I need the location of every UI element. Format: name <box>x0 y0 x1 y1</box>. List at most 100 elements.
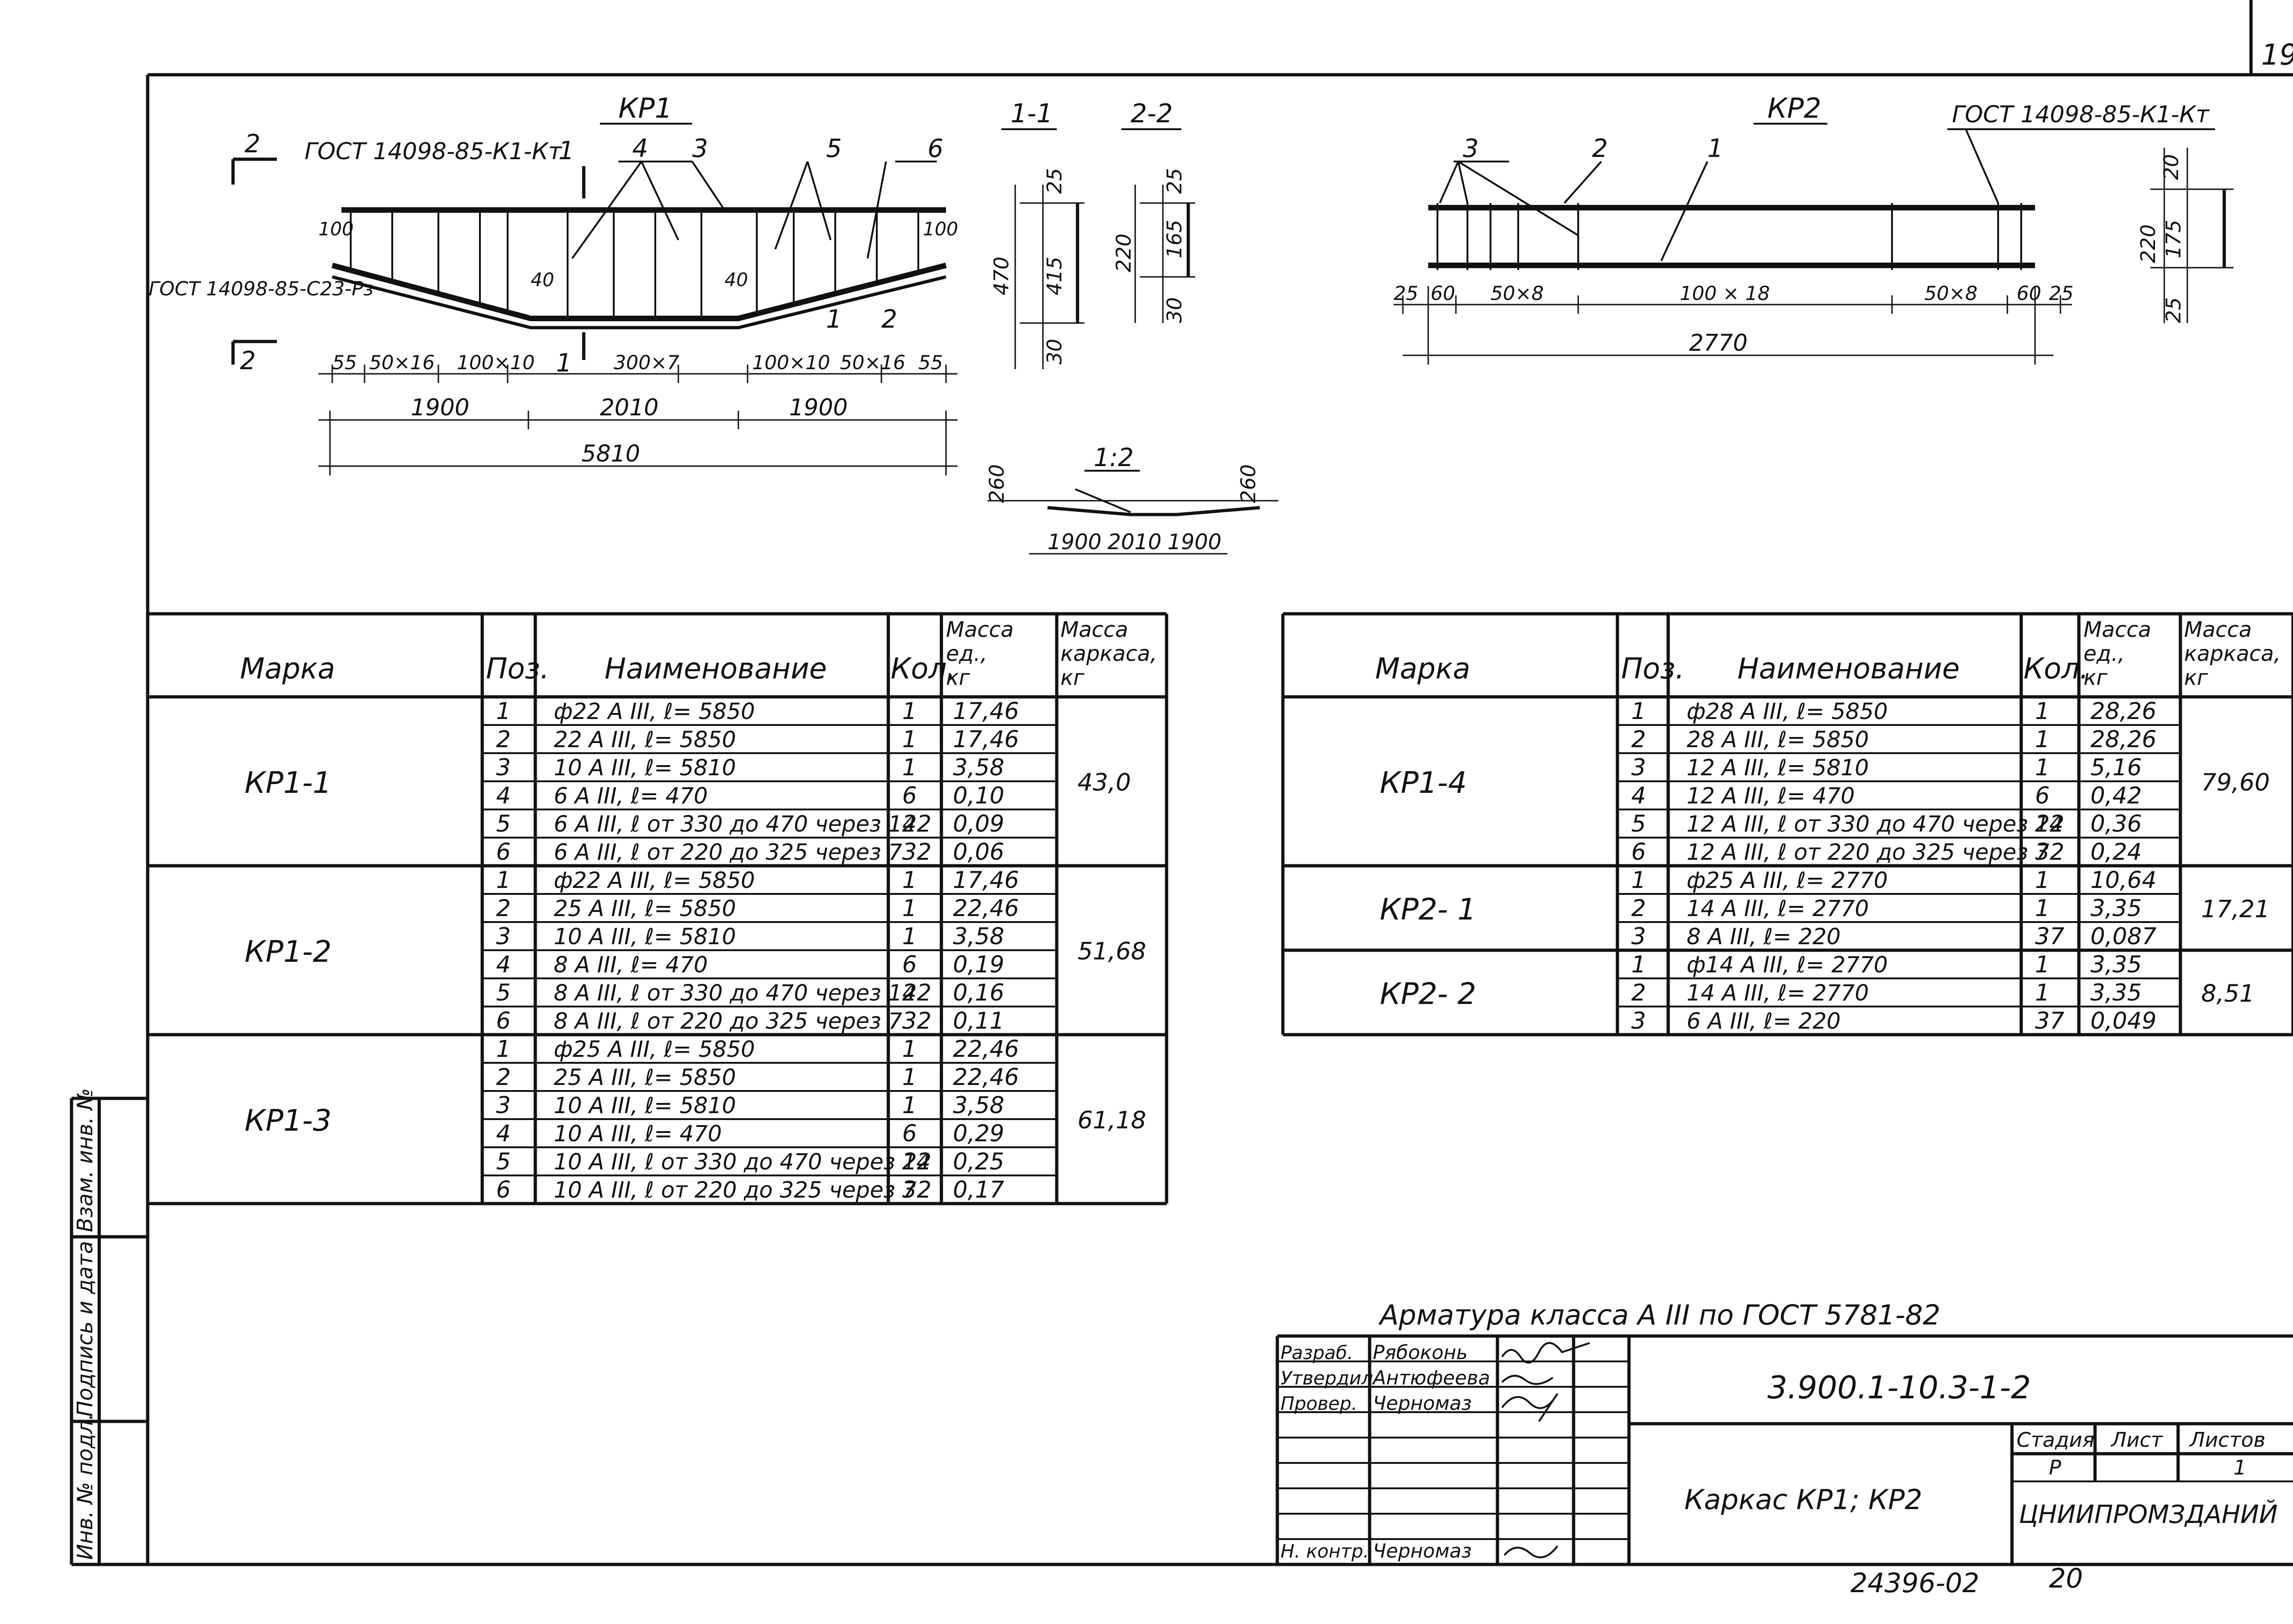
left-table-total: 61,18 <box>1078 1107 1146 1134</box>
kp2-spacing-label: 50×8 <box>1491 282 1544 305</box>
right-table-total: 8,51 <box>2201 980 2255 1008</box>
left-table-cell: 3,58 <box>953 923 1004 950</box>
right-table-cell: ф14 А III, ℓ= 2770 <box>1687 952 1888 978</box>
left-table-cell: 17,46 <box>953 698 1019 725</box>
right-table-cell: 8 А III, ℓ= 220 <box>1687 924 1841 950</box>
stamp-col-sheet: Лист <box>2110 1428 2163 1452</box>
kp1-title: КР1 <box>618 92 672 125</box>
right-table-cell: 0,42 <box>2090 782 2142 809</box>
left-table-header: Наименование <box>605 652 827 685</box>
right-table-cell: 14 А III, ℓ= 2770 <box>1687 896 1869 922</box>
kp2-callout-1: 1 <box>1707 134 1723 163</box>
kp1-slope-260b: 260 <box>1237 464 1260 503</box>
left-table-cell: 4 <box>496 951 511 978</box>
kp1-section-11: 1-1 <box>1011 99 1053 129</box>
kp1-callout-5: 5 <box>826 134 842 163</box>
side-label-repl: Взам. инв. № <box>72 1088 97 1232</box>
right-table-cell: 6 <box>2035 782 2050 809</box>
kp2-sec-20: 20 <box>2160 154 2183 180</box>
right-table-cell: 1 <box>2035 951 2050 978</box>
kp1-dim-40a: 40 <box>531 270 554 291</box>
right-table-cell: 37 <box>2035 1007 2065 1034</box>
kp1-sec22-220: 220 <box>1112 234 1136 272</box>
left-table-cell: 6 <box>496 1007 511 1034</box>
left-table-cell: 1 <box>902 754 917 781</box>
left-table-cell: 22,46 <box>953 895 1019 922</box>
kp1-section-mark-2a: 2 <box>245 129 260 158</box>
kp1-dim-40b: 40 <box>724 270 748 291</box>
left-table-cell: 5 <box>496 979 511 1006</box>
side-label-sign: Подпись и дата <box>72 1241 97 1417</box>
kp1-callout-2: 2 <box>881 305 897 334</box>
stamp-col-stage: Стадия <box>2017 1428 2095 1452</box>
kp1-sec11-30: 30 <box>1043 339 1066 365</box>
left-table-cell: 3,58 <box>953 754 1004 781</box>
left-table-cell: 22 А III, ℓ= 5850 <box>554 727 736 753</box>
stamp-name-0: Рябоконь <box>1373 1341 1467 1364</box>
kp1-callout-1: 1 <box>826 305 842 334</box>
left-table-cell: 10 А III, ℓ от 220 до 325 через 7 <box>554 1177 916 1203</box>
left-table-cell: 6 А III, ℓ от 330 до 470 через 14 <box>554 811 916 837</box>
right-table-cell: 28,26 <box>2090 726 2156 753</box>
left-table-cell: 4 <box>496 782 511 809</box>
left-table-cell: 32 <box>902 839 932 865</box>
kp1-slope-2010: 2010 <box>1108 529 1161 554</box>
right-table-cell: 5 <box>1631 810 1646 837</box>
left-table-cell: 4 <box>496 1120 511 1147</box>
left-table-cell: 0,19 <box>953 951 1004 978</box>
right-table-cell: 3 <box>1631 923 1646 950</box>
right-table-cell: 0,36 <box>2090 810 2142 837</box>
left-table-cell: 2 <box>496 1064 511 1091</box>
right-table-mark: КР1-4 <box>1380 766 1467 800</box>
left-table-cell: ф25 А III, ℓ= 5850 <box>554 1037 755 1062</box>
kp1-spacing-label: 50×16 <box>840 351 905 374</box>
side-label-inv: Инв. № подл. <box>72 1414 97 1560</box>
rebar-class-note: Арматура класса А III по ГОСТ 5781-82 <box>1378 1299 1940 1331</box>
stamp-col-sheets: Листов <box>2189 1428 2265 1452</box>
right-table-cell: 12 А III, ℓ от 220 до 325 через 7 <box>1687 839 2049 865</box>
left-table-cell: 17,46 <box>953 867 1019 893</box>
left-table-cell: 32 <box>902 1176 932 1203</box>
right-table-header: Кол. <box>2024 652 2089 685</box>
left-table-cell: 0,10 <box>953 782 1004 809</box>
right-table-cell: 14 А III, ℓ= 2770 <box>1687 980 1869 1006</box>
kp2-spacing-label: 50×8 <box>1924 282 1977 305</box>
left-table-cell: 3 <box>496 923 511 950</box>
left-table-cell: 1 <box>496 698 511 725</box>
right-table-cell: 0,087 <box>2090 923 2156 950</box>
left-table-cell: 22 <box>902 979 932 1006</box>
kp1-gost-left: ГОСТ 14098-85-С23-Рз <box>149 277 374 300</box>
right-table-mark: КР2- 1 <box>1380 893 1476 927</box>
left-table-cell: 25 А III, ℓ= 5850 <box>554 896 736 922</box>
kp1-section-mark-1a: 1 <box>558 136 574 165</box>
signature-1 <box>1501 1375 1554 1385</box>
kp1-spacing-label: 300×7 <box>614 351 679 374</box>
right-table-total: 79,60 <box>2201 769 2270 797</box>
kp1-spacing-label: 55 <box>918 351 943 374</box>
right-table-cell: 4 <box>1631 782 1646 809</box>
signature-2 <box>1501 1393 1558 1422</box>
right-table-cell: 2 <box>1631 979 1646 1006</box>
right-table-cell: 1 <box>2035 867 2050 893</box>
right-table-header: Поз. <box>1621 652 1684 685</box>
right-table-cell: 12 А III, ℓ= 470 <box>1687 783 1855 809</box>
kp2-total: 2770 <box>1689 330 1748 356</box>
right-table-cell: 0,049 <box>2090 1007 2156 1034</box>
kp1-callout-6: 6 <box>928 134 943 163</box>
stamp-title: Каркас КР1; КР2 <box>1684 1484 1922 1516</box>
left-table-mark: КР1-3 <box>245 1104 332 1138</box>
right-table-cell: 1 <box>2035 754 2050 781</box>
left-table-cell: 1 <box>902 1064 917 1091</box>
left-table-cell: 1 <box>902 726 917 753</box>
title-block: Разраб. Утвердил Провер. Н. контр. Рябок… <box>1275 1334 2293 1599</box>
kp1-section-mark-2b: 2 <box>240 346 256 375</box>
kp1-spacing-label: 50×16 <box>369 351 435 374</box>
right-table-cell: 2 <box>1631 726 1646 753</box>
left-table-cell: 3 <box>496 1092 511 1119</box>
